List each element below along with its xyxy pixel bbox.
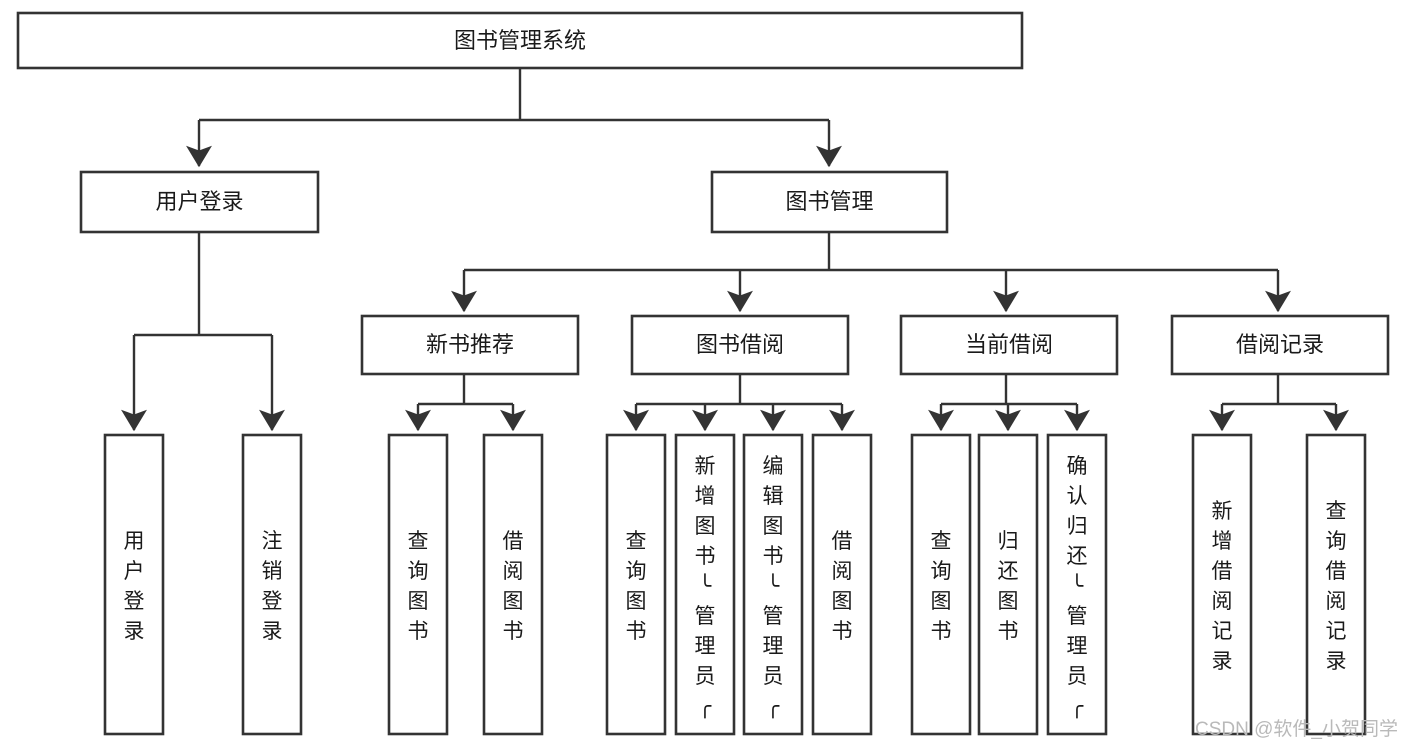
leaf-user-login-label: 用户登录 [124, 530, 145, 643]
node-current-borrow[interactable]: 当前借阅 [899, 314, 1119, 376]
node-book-borrow[interactable]: 图书借阅 [630, 314, 850, 376]
leaf-node[interactable]: 归还图书 [977, 433, 1039, 736]
leaf-nbr-query-book-box[interactable] [387, 433, 449, 736]
leaf-bb-query-book-label: 查询图书 [626, 530, 647, 643]
node-book-borrow-label: 图书借阅 [696, 332, 784, 357]
leaf-bb-edit-book-label: 编辑图书╰管理员╭ [763, 455, 784, 719]
node-new-book-recommend[interactable]: 新书推荐 [360, 314, 580, 376]
node-book-borrow-box[interactable] [630, 314, 850, 376]
node-current-borrow-box[interactable] [899, 314, 1119, 376]
leaf-br-query-record-label: 查询借阅记录 [1326, 500, 1347, 673]
leaf-user-login-box[interactable] [103, 433, 165, 736]
node-borrow-records-label: 借阅记录 [1236, 332, 1324, 357]
node-user-login[interactable]: 用户登录 [79, 170, 320, 234]
leaf-bb-borrow-book-box[interactable] [811, 433, 873, 736]
leaf-bb-add-book-label: 新增图书╰管理员╭ [695, 455, 716, 719]
node-user-login-box[interactable] [79, 170, 320, 234]
node-root-box[interactable] [16, 11, 1024, 70]
node-user-login-label: 用户登录 [155, 189, 243, 214]
leaf-br-query-record-box[interactable] [1305, 433, 1367, 736]
node-book-manage-label: 图书管理 [785, 189, 873, 214]
leaf-node[interactable]: 新增图书╰管理员╭ [674, 433, 736, 736]
leaf-cb-return-book-box[interactable] [977, 433, 1039, 736]
csdn-watermark: CSDN @软件_小贺同学 [1195, 718, 1398, 740]
node-root[interactable]: 图书管理系统 [16, 11, 1024, 70]
leaf-node[interactable]: 借阅图书 [811, 433, 873, 736]
leaf-nbr-borrow-book-box[interactable] [482, 433, 544, 736]
leaf-nbr-query-book-label: 查询图书 [408, 530, 429, 643]
leaf-node[interactable]: 借阅图书 [482, 433, 544, 736]
node-new-book-recommend-label: 新书推荐 [426, 332, 514, 357]
leaf-node[interactable]: 查询借阅记录 [1305, 433, 1367, 736]
leaf-node[interactable]: 新增借阅记录 [1191, 433, 1253, 736]
leaf-nbr-borrow-book-label: 借阅图书 [503, 530, 524, 643]
leaf-bb-add-book-box[interactable] [674, 433, 736, 736]
leaf-logout-label: 注销登录 [262, 530, 283, 643]
leaf-cb-confirm-return-box[interactable] [1046, 433, 1108, 736]
leaf-node[interactable]: 编辑图书╰管理员╭ [742, 433, 804, 736]
leaf-cb-confirm-return-label: 确认归还╰管理员╭ [1067, 455, 1088, 719]
leaf-node[interactable]: 查询图书 [387, 433, 449, 736]
leaf-cb-query-book-box[interactable] [910, 433, 972, 736]
leaf-node[interactable]: 注销登录 [241, 433, 303, 736]
node-borrow-records[interactable]: 借阅记录 [1170, 314, 1390, 376]
leaf-node[interactable]: 确认归还╰管理员╭ [1046, 433, 1108, 736]
node-current-borrow-label: 当前借阅 [965, 332, 1053, 357]
node-borrow-records-box[interactable] [1170, 314, 1390, 376]
leaf-node[interactable]: 查询图书 [910, 433, 972, 736]
connector-layer [121, 68, 1349, 432]
leaf-bb-edit-book-box[interactable] [742, 433, 804, 736]
node-new-book-recommend-box[interactable] [360, 314, 580, 376]
leaf-node[interactable]: 查询图书 [605, 433, 667, 736]
leaf-node[interactable]: 用户登录 [103, 433, 165, 736]
leaf-cb-query-book-label: 查询图书 [931, 530, 952, 643]
node-root-label: 图书管理系统 [454, 28, 586, 53]
leaf-br-add-record-label: 新增借阅记录 [1212, 500, 1233, 673]
leaf-cb-return-book-label: 归还图书 [998, 530, 1019, 643]
leaf-br-add-record-box[interactable] [1191, 433, 1253, 736]
leaf-bb-borrow-book-label: 借阅图书 [832, 530, 853, 643]
node-book-manage-box[interactable] [710, 170, 949, 234]
leaf-bb-query-book-box[interactable] [605, 433, 667, 736]
node-book-manage[interactable]: 图书管理 [710, 170, 949, 234]
leaf-logout-box[interactable] [241, 433, 303, 736]
